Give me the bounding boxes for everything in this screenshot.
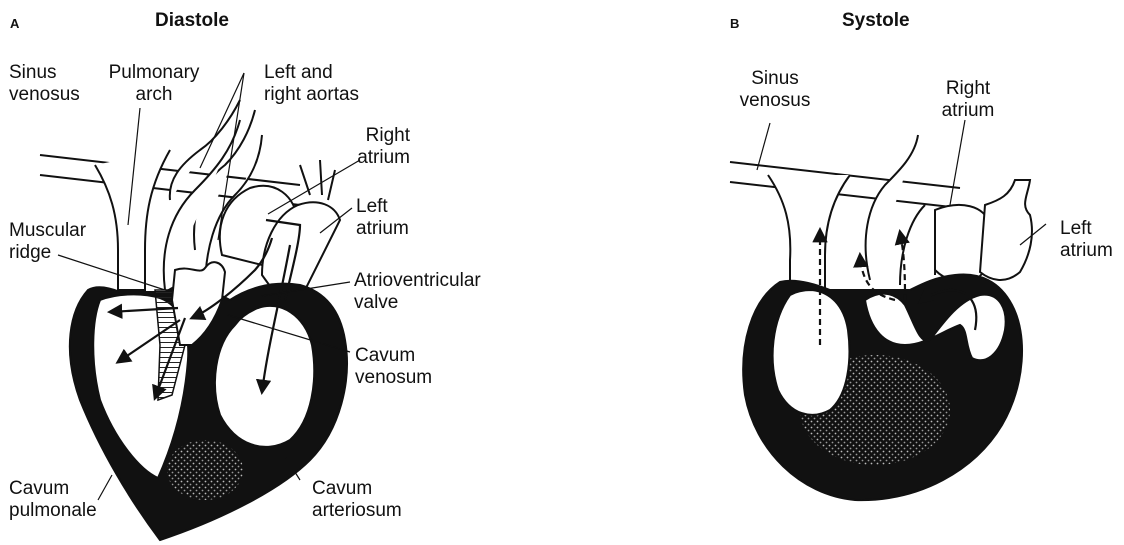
- diastole-great-vessels: [95, 100, 262, 290]
- label-av-valve: Atrioventricular valve: [354, 270, 481, 314]
- label-cavum-arteriosum: Cavum arteriosum: [312, 478, 402, 522]
- label-sinus-venosus-a: Sinus venosus: [9, 62, 80, 106]
- label-left-atrium-b: Left atrium: [1060, 218, 1113, 262]
- label-cavum-pulmonale: Cavum pulmonale: [9, 478, 97, 522]
- systole-atria: [935, 180, 1032, 282]
- panel-b-letter: B: [730, 16, 739, 31]
- systole-great-vessels: [768, 135, 960, 290]
- panel-a-letter: A: [10, 16, 19, 31]
- label-sinus-venosus-b: Sinus venosus: [735, 68, 815, 112]
- label-pulmonary-arch: Pulmonary arch: [100, 62, 208, 106]
- panel-b-title: Systole: [842, 10, 910, 32]
- systole-left-chamber: [773, 290, 850, 415]
- label-cavum-venosum: Cavum venosum: [355, 345, 432, 389]
- label-muscular-ridge: Muscular ridge: [9, 220, 86, 264]
- systole-crossing-vessels: [730, 162, 960, 208]
- diastole-atria: [220, 160, 340, 300]
- label-right-atrium-b: Right atrium: [928, 78, 1008, 122]
- label-right-atrium-a: Right atrium: [330, 125, 410, 169]
- label-aortas: Left and right aortas: [264, 62, 359, 106]
- panel-a-title: Diastole: [155, 10, 229, 32]
- label-left-atrium-a: Left atrium: [356, 196, 409, 240]
- diastole-stipple-region: [167, 440, 243, 500]
